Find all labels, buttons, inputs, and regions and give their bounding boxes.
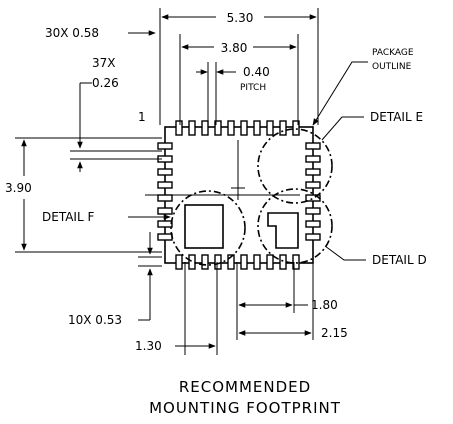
pad [240,254,248,270]
pad [188,120,196,136]
pads-bottom [175,254,300,270]
package-outline-label: PACKAGE [372,48,414,58]
dim-label-380: 3.80 [221,41,248,55]
detail-f-label: DETAIL F [42,210,94,224]
pad [266,120,274,136]
leader-package-outline [312,61,368,126]
leader-detail-e [321,116,364,141]
pads-right [305,142,321,241]
pads-left [157,142,173,241]
pad [188,254,196,270]
drawing-title-line2: MOUNTING FOOTPRINT [149,399,341,417]
pad [157,233,173,241]
pad [157,168,173,176]
detail-d-circle [257,188,333,264]
pad [157,142,173,150]
pad [227,254,235,270]
pad [305,142,321,150]
pad [305,207,321,215]
pad [214,120,222,136]
pad [227,120,235,136]
package-outline-label-2: OUTLINE [372,62,412,72]
dim-label-pad-length: 30X 0.58 [45,26,99,40]
detail-e-circle [257,128,333,204]
pad [175,254,183,270]
pad [253,120,261,136]
pad [157,181,173,189]
exposed-pad-left [184,204,224,249]
leader-detail-d [324,245,366,261]
pad [266,254,274,270]
pad [201,120,209,136]
pad [305,181,321,189]
dim-label-pitch: 0.40 [243,65,270,79]
pin-one-label: 1 [138,110,146,124]
dim-label-130: 1.30 [135,339,162,353]
dim-label-180: 1.80 [311,298,338,312]
pad [157,194,173,202]
drawing-title-line1: RECOMMENDED [179,378,311,396]
detail-e-label: DETAIL E [370,110,423,124]
dim-label-390: 3.90 [5,181,32,195]
dim-label-pitch-word: PITCH [240,83,266,93]
pad [253,254,261,270]
pad [305,233,321,241]
detail-d-label: DETAIL D [372,253,427,267]
pads-top [175,120,300,136]
detail-f-circle [170,190,246,266]
pad [214,254,222,270]
pad [201,254,209,270]
pad [292,120,300,136]
pad [240,120,248,136]
pad [292,254,300,270]
dim-label-pad-count: 37X [92,56,116,70]
pad [157,207,173,215]
pad [279,254,287,270]
pad [279,120,287,136]
exposed-pad-right [267,212,299,249]
dim-label-corner-pad: 10X 0.53 [68,313,122,327]
dim-label-215: 2.15 [321,326,348,340]
pad [175,120,183,136]
pad [305,220,321,228]
pad [305,155,321,163]
dim-label-530: 5.30 [227,11,254,25]
dim-label-pad-width: 0.26 [92,76,119,90]
pad [305,168,321,176]
pad [157,220,173,228]
